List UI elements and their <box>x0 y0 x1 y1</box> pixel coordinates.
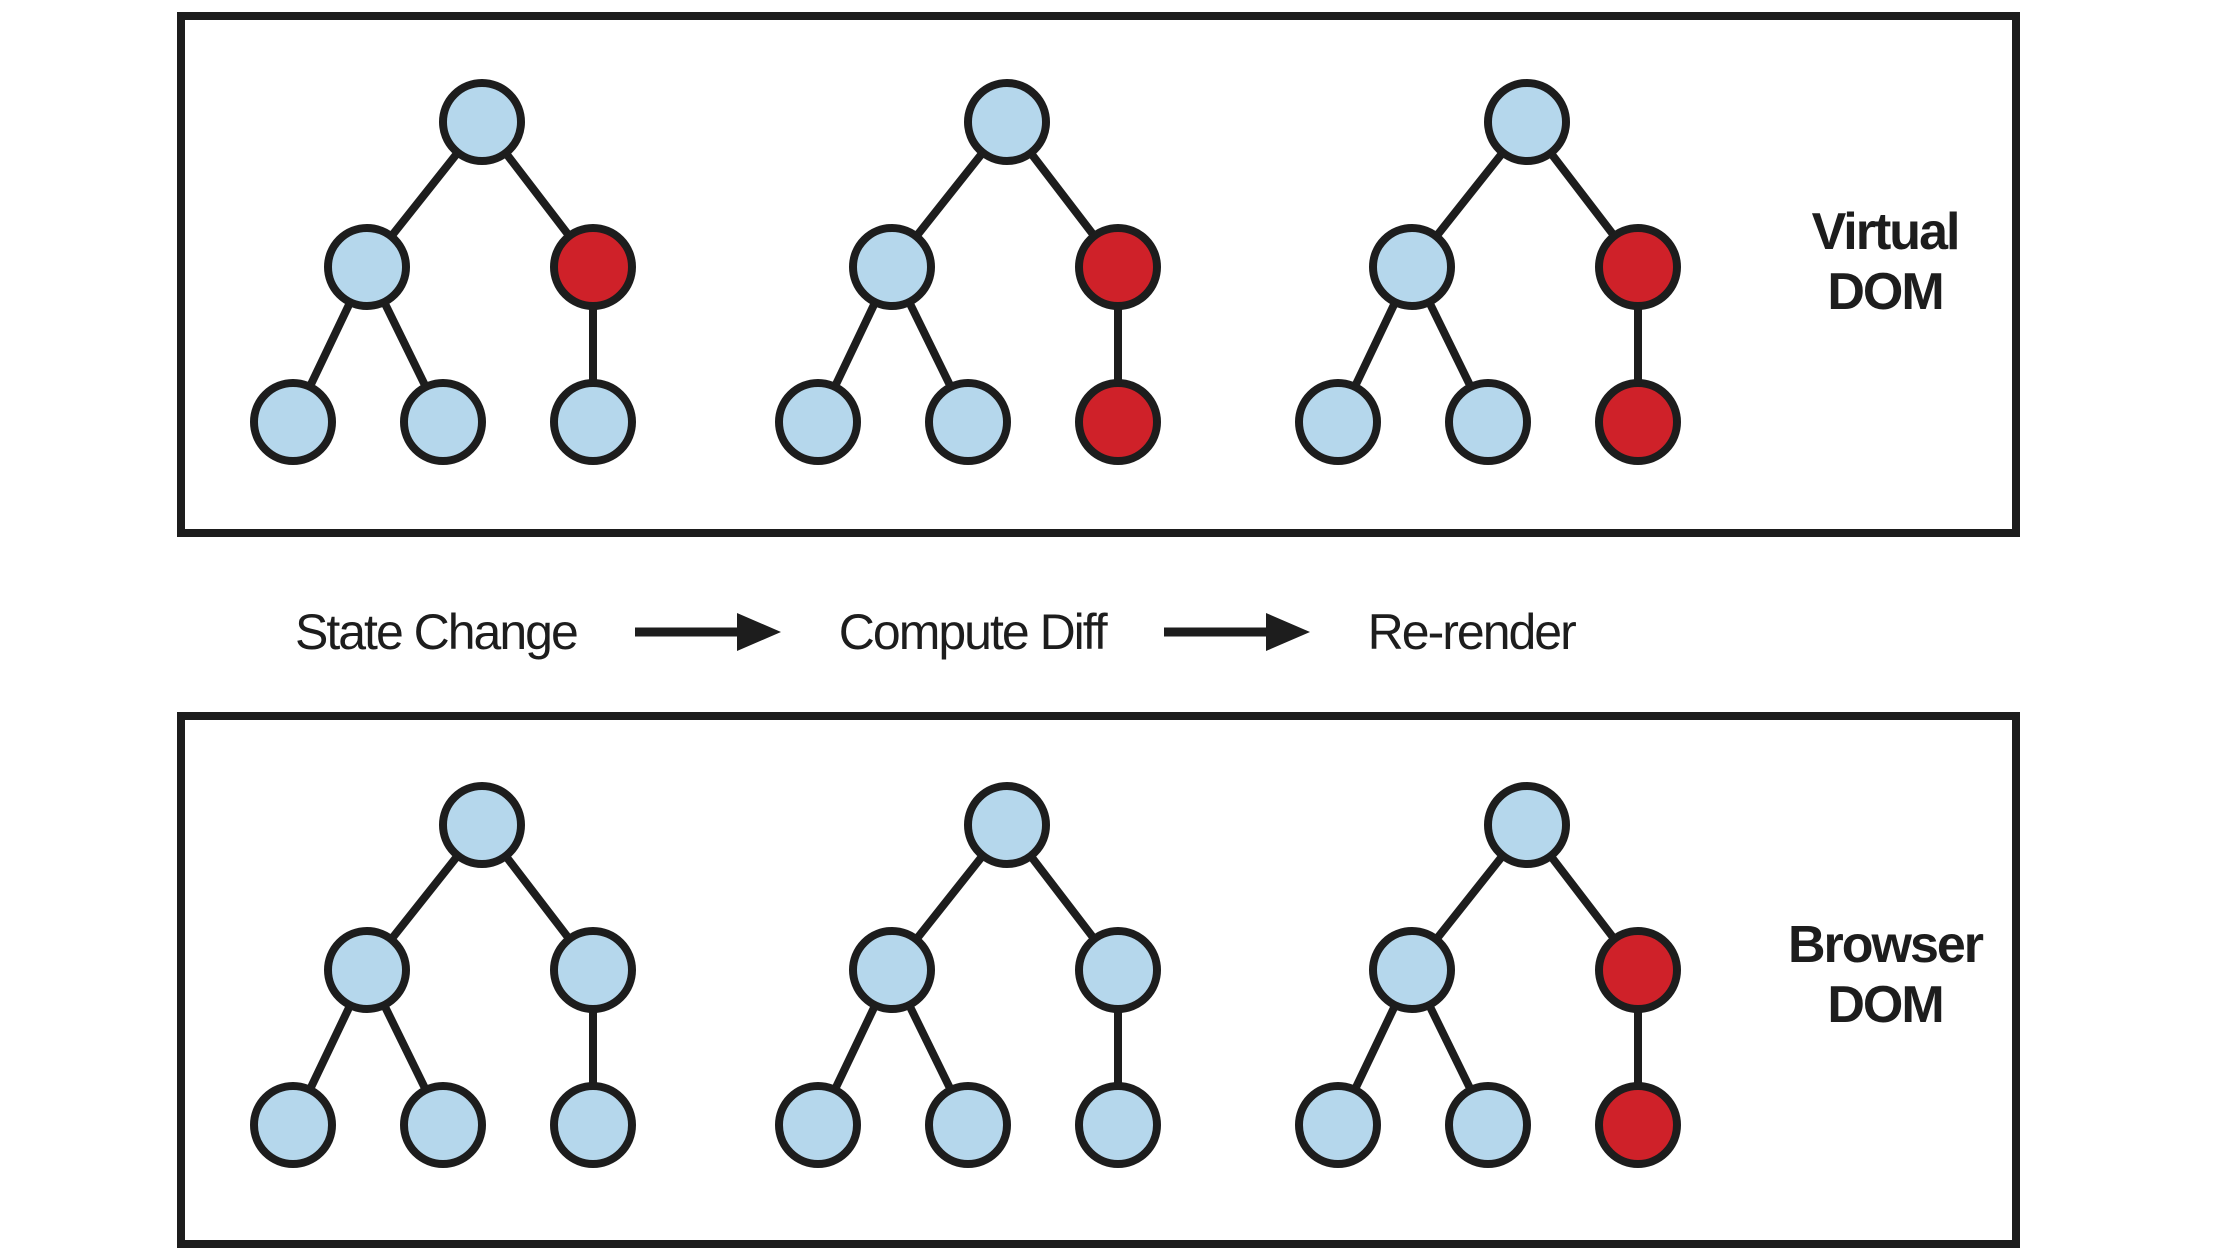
flow-step-compute-diff: Compute Diff <box>838 604 1108 660</box>
tree-node-blue <box>250 379 336 465</box>
browser-dom-label: Browser DOM <box>1730 915 2040 1035</box>
tree-node-blue <box>964 782 1050 868</box>
arrow-right-icon <box>1163 613 1310 651</box>
tree-node-red <box>1075 224 1161 310</box>
tree-node-red <box>1595 379 1681 465</box>
tree-node-blue <box>324 927 410 1013</box>
tree-node-blue <box>1295 1082 1381 1168</box>
tree-node-red <box>1075 379 1161 465</box>
tree-node-blue <box>1295 379 1381 465</box>
tree-node-red <box>1595 224 1681 310</box>
browser-dom-tree-1 <box>250 782 636 1168</box>
tree-node-blue <box>400 379 486 465</box>
tree-node-red <box>550 224 636 310</box>
flow-step-re-render: Re-render <box>1367 604 1577 660</box>
virtual-dom-tree-3 <box>1295 79 1681 465</box>
tree-node-blue <box>775 1082 861 1168</box>
flow-step-state-change: State Change <box>295 604 579 660</box>
tree-node-blue <box>1484 782 1570 868</box>
tree-node-blue <box>250 1082 336 1168</box>
browser-dom-label-line-2: DOM <box>1827 976 1944 1034</box>
tree-node-blue <box>439 79 525 165</box>
browser-dom-label-line-1: Browser <box>1787 916 1984 974</box>
virtual-dom-tree-1 <box>250 79 636 465</box>
virtual-dom-box: Virtual DOM <box>177 12 2020 537</box>
virtual-dom-tree-2 <box>775 79 1161 465</box>
tree-node-blue <box>1075 927 1161 1013</box>
browser-dom-box: Browser DOM <box>177 712 2020 1248</box>
tree-node-blue <box>439 782 525 868</box>
arrow-right-icon <box>634 613 781 651</box>
virtual-dom-label-line-1: Virtual <box>1811 203 1961 261</box>
tree-node-red <box>1595 1082 1681 1168</box>
tree-node-blue <box>1445 1082 1531 1168</box>
browser-dom-tree-3 <box>1295 782 1681 1168</box>
tree-node-blue <box>550 927 636 1013</box>
tree-node-red <box>1595 927 1681 1013</box>
tree-node-blue <box>925 1082 1011 1168</box>
tree-node-blue <box>550 1082 636 1168</box>
tree-node-blue <box>1075 1082 1161 1168</box>
tree-node-blue <box>1445 379 1531 465</box>
virtual-dom-label-line-2: DOM <box>1827 263 1944 321</box>
arrow-head <box>736 613 781 651</box>
virtual-dom-label: Virtual DOM <box>1730 202 2040 322</box>
tree-node-blue <box>400 1082 486 1168</box>
tree-node-blue <box>849 927 935 1013</box>
flow-row: State Change Compute Diff Re-render <box>295 592 1577 672</box>
tree-node-blue <box>324 224 410 310</box>
tree-node-blue <box>1369 927 1455 1013</box>
arrow-head <box>1265 613 1310 651</box>
tree-node-blue <box>775 379 861 465</box>
tree-node-blue <box>1369 224 1455 310</box>
tree-node-blue <box>1484 79 1570 165</box>
tree-node-blue <box>550 379 636 465</box>
tree-node-blue <box>964 79 1050 165</box>
tree-node-blue <box>849 224 935 310</box>
browser-dom-tree-2 <box>775 782 1161 1168</box>
tree-node-blue <box>925 379 1011 465</box>
